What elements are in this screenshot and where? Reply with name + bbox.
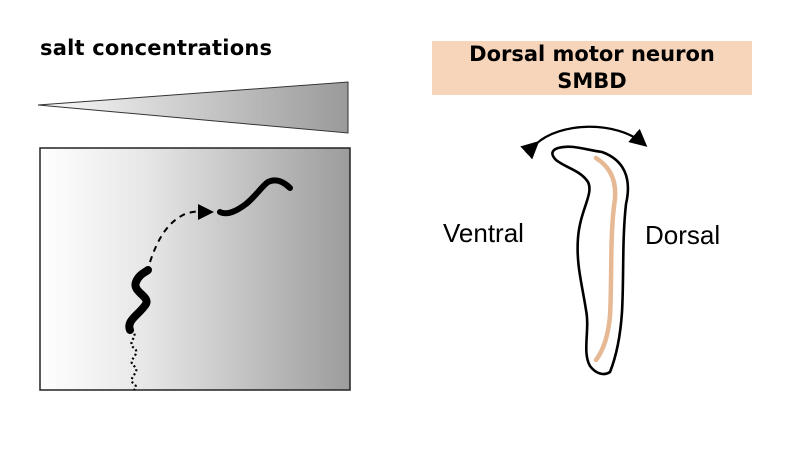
movement-arrow: [149, 203, 214, 263]
worm-track-dotted: [130, 329, 138, 391]
salt-concentrations-title: salt concentrations: [40, 36, 273, 60]
salt-gradient-dish: [39, 147, 351, 391]
neuron-title-line1: Dorsal motor neuron: [469, 42, 715, 66]
neuron-title-line2: SMBD: [557, 69, 627, 93]
concentration-wedge-icon: [37, 81, 349, 134]
dorsal-motor-neuron-line: [593, 155, 618, 363]
neuron-title-box: Dorsal motor neuron SMBD: [432, 41, 752, 95]
worm-start: [125, 266, 152, 334]
worm-body-outline: [551, 145, 630, 376]
worm-end: [217, 177, 293, 217]
dorsal-label: Dorsal: [645, 220, 721, 250]
double-headed-arc-arrow-icon: [520, 125, 648, 160]
ventral-label: Ventral: [443, 218, 524, 248]
